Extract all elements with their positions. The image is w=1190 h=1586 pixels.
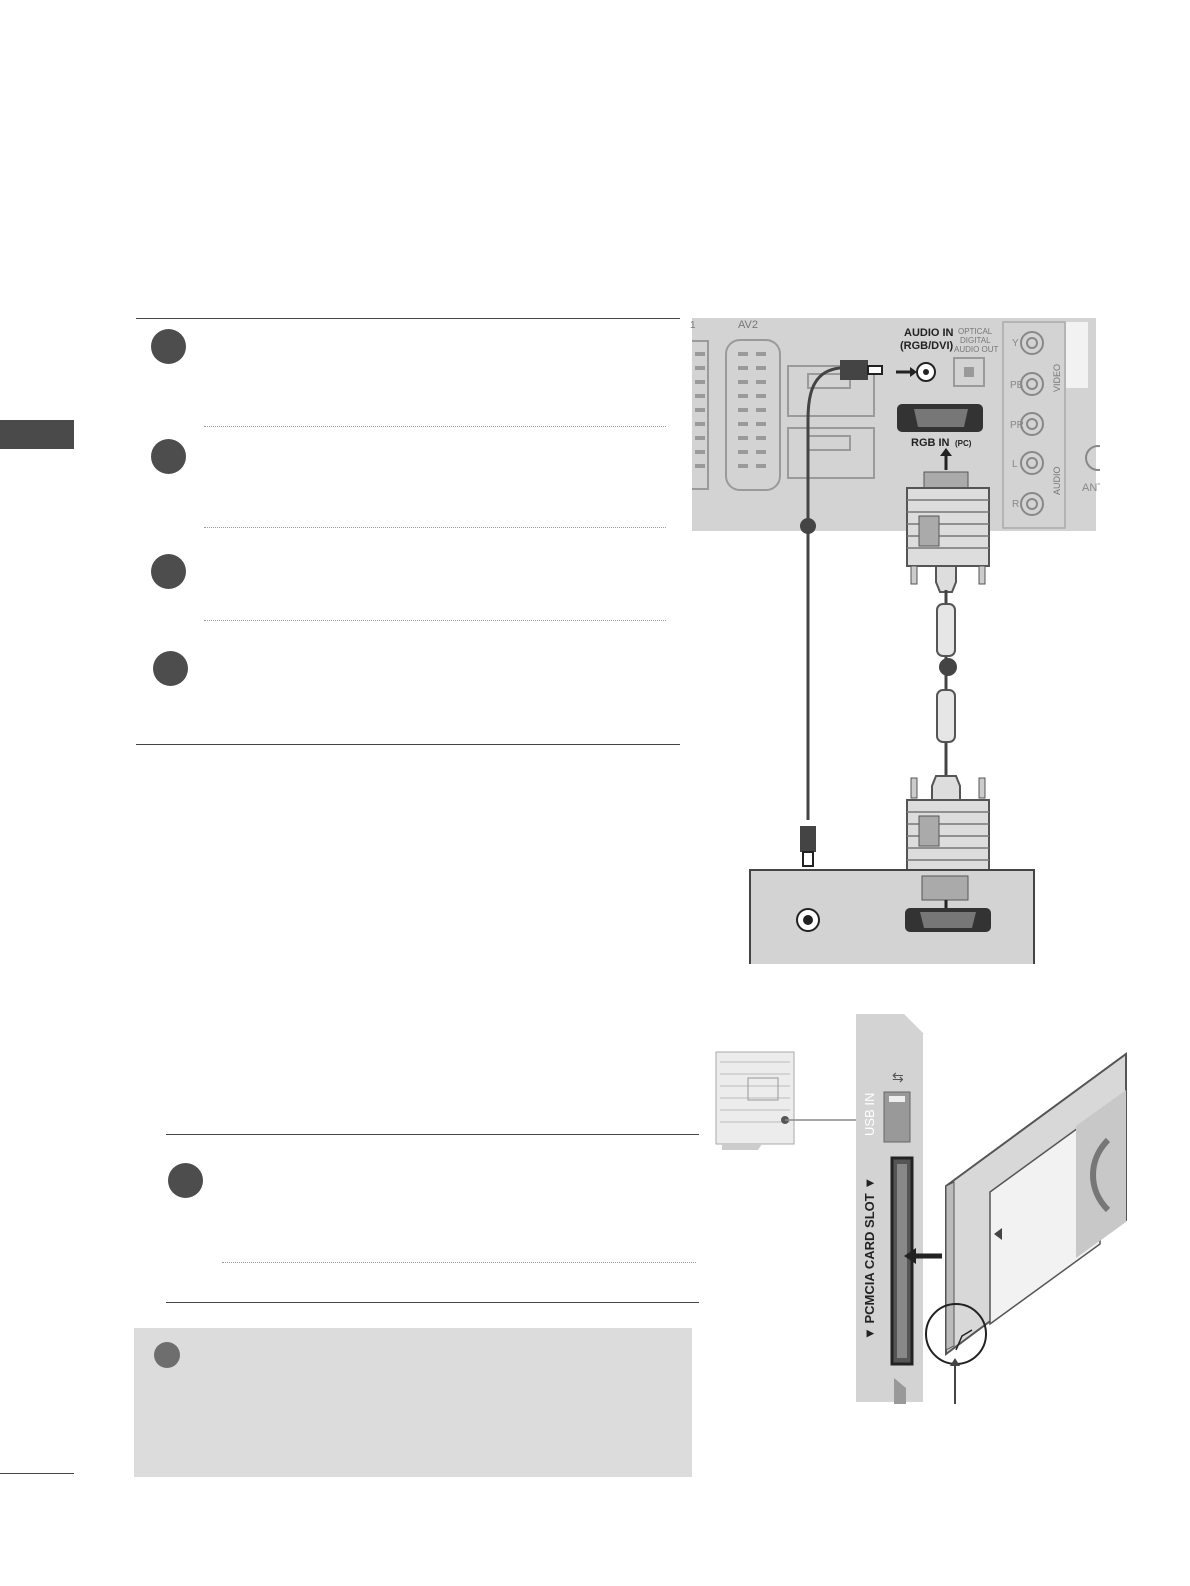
- rgb-in-label: RGB IN: [911, 437, 950, 449]
- svg-text:PB: PB: [1010, 380, 1024, 391]
- pc-back-panel: [749, 869, 1035, 964]
- steps-bottom-rule: [136, 744, 680, 745]
- svg-text:Y: Y: [1012, 338, 1019, 349]
- optical-label: OPTICAL: [958, 327, 993, 336]
- step-divider: [222, 1262, 696, 1263]
- component-panel: [1002, 321, 1066, 529]
- antenna-jack: [1085, 445, 1100, 471]
- rgb-connection-diagram: 1 AV2 AUDIO IN (RGB/DVI) OPTICAL DIGITAL…: [690, 318, 1100, 964]
- steps-top-rule: [136, 318, 680, 319]
- video-label: VIDEO: [1052, 364, 1062, 392]
- hdmi-port-2: [787, 427, 875, 479]
- audio-plug-bottom: [800, 826, 816, 867]
- pcmcia-steps-top-rule: [166, 1134, 699, 1135]
- hdmi-port-1: [787, 365, 875, 417]
- step-divider: [204, 620, 666, 621]
- step-divider: [204, 426, 666, 427]
- svg-text:AUDIO OUT: AUDIO OUT: [954, 345, 999, 354]
- tv-back-panel: [692, 318, 1096, 531]
- pcmcia-slot-label: ▼ PCMCIA CARD SLOT ▼: [862, 1177, 877, 1340]
- step-divider: [204, 527, 666, 528]
- step-1-marker: [151, 329, 186, 364]
- chapter-tab: [0, 420, 74, 449]
- ferrite-core: [936, 689, 956, 743]
- ferrite-core: [936, 603, 956, 657]
- audio-in-label: AUDIO IN: [904, 327, 954, 339]
- note-box: [134, 1328, 692, 1477]
- svg-text:PR: PR: [1010, 420, 1024, 431]
- av1-label: 1: [690, 320, 696, 331]
- scart-av2: [725, 339, 781, 491]
- pcmcia-steps-bottom-rule: [166, 1302, 699, 1303]
- audio-label: AUDIO: [1052, 466, 1062, 495]
- step-3-marker: [151, 554, 186, 589]
- svg-text:R: R: [1012, 499, 1019, 510]
- svg-text:⇆: ⇆: [892, 1069, 904, 1085]
- pcmcia-step-marker: [168, 1163, 203, 1198]
- note-marker: [154, 1342, 180, 1368]
- scart-av1: [692, 340, 709, 490]
- av2-label: AV2: [738, 319, 758, 331]
- step-4-marker: [153, 651, 188, 686]
- svg-text:(PC): (PC): [955, 439, 972, 448]
- antenna-label: ANTE: [1082, 482, 1100, 494]
- svg-text:(RGB/DVI): (RGB/DVI): [900, 340, 954, 352]
- optical-port: [953, 357, 985, 387]
- component-jacks: [1020, 331, 1044, 516]
- svg-text:L: L: [1012, 459, 1018, 470]
- pcmcia-diagram: USB IN ⇆ ▼ PCMCIA CARD SLOT ▼: [715, 1014, 1127, 1404]
- usb-label: USB IN: [862, 1093, 877, 1136]
- svg-text:DIGITAL: DIGITAL: [960, 336, 991, 345]
- audio-plug-top: [840, 360, 883, 380]
- page-margin-line: [0, 1473, 74, 1474]
- step-2-marker: [151, 439, 186, 474]
- scart-pins: [695, 352, 766, 468]
